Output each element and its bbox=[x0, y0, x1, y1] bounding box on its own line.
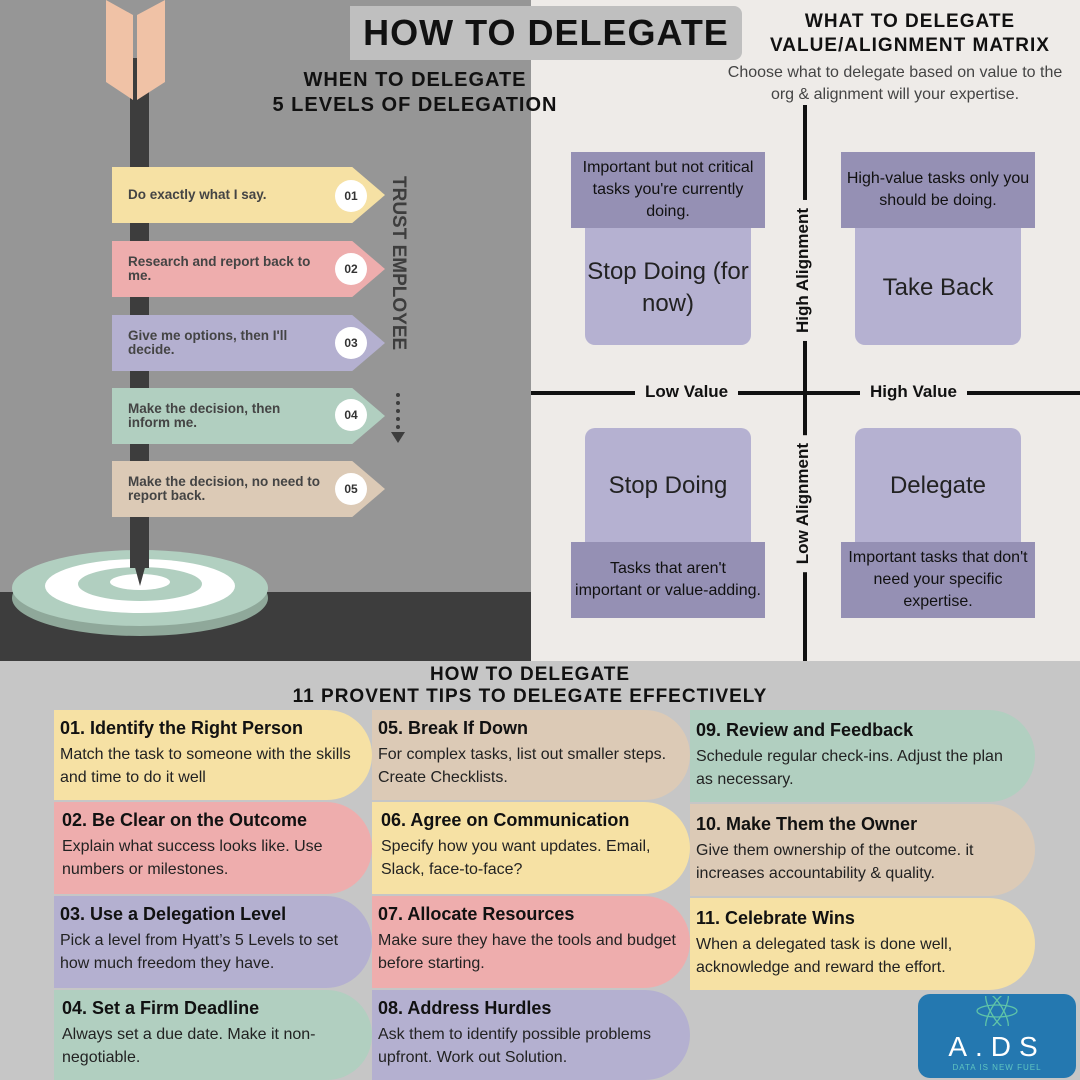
level-banner-1: Do exactly what I say. bbox=[112, 167, 385, 223]
level-number: 03 bbox=[335, 327, 367, 359]
matrix-heading-line2: VALUE/ALIGNMENT MATRIX bbox=[770, 35, 1050, 56]
tips-heading-line1: HOW TO DELEGATE bbox=[429, 664, 631, 685]
level-number: 05 bbox=[335, 473, 367, 505]
matrix-subtitle: Choose what to delegate based on value t… bbox=[727, 64, 1063, 103]
level-text: Do exactly what I say. bbox=[128, 187, 267, 202]
level-text: Make the decision, then inform me. bbox=[128, 401, 281, 430]
tip-text: Specify how you want updates. Email, Sla… bbox=[381, 838, 651, 878]
tip-title: 03. Use a Delegation Level bbox=[60, 904, 287, 924]
level-text: Research and report back to me. bbox=[128, 254, 311, 283]
tip-text: Always set a due date. Make it non-negot… bbox=[62, 1026, 316, 1066]
level-text: Give me options, then I'll decide. bbox=[128, 328, 288, 357]
tip-text: Give them ownership of the outcome. it i… bbox=[696, 842, 974, 882]
levels-heading-line1: WHEN TO DELEGATE bbox=[303, 69, 527, 91]
trust-arrow-icon bbox=[391, 393, 405, 443]
axis-low-value: Low Value bbox=[635, 382, 739, 402]
tips-heading-line2: 11 PROVENT TIPS TO DELEGATE EFFECTIVELY bbox=[292, 686, 768, 707]
arrow-fletching-icon bbox=[106, 0, 165, 100]
tip-title: 09. Review and Feedback bbox=[696, 720, 914, 740]
tips-heading: HOW TO DELEGATE 11 PROVENT TIPS TO DELEG… bbox=[180, 664, 880, 708]
level-text: Make the decision, no need to report bac… bbox=[128, 474, 321, 503]
tip-title: 05. Break If Down bbox=[378, 718, 529, 738]
tip-title: 08. Address Hurdles bbox=[378, 998, 552, 1018]
levels-heading: WHEN TO DELEGATE 5 LEVELS OF DELEGATION bbox=[150, 68, 680, 118]
tip-title: 02. Be Clear on the Outcome bbox=[62, 810, 308, 830]
matrix-heading: WHAT TO DELEGATE VALUE/ALIGNMENT MATRIX bbox=[740, 10, 1080, 58]
quadrant-caption: Important tasks that don't need your spe… bbox=[841, 542, 1035, 618]
tip-text: Explain what success looks like. Use num… bbox=[62, 838, 323, 878]
arrow-tip-icon bbox=[133, 560, 147, 586]
horizontal-axis bbox=[531, 391, 1080, 395]
tip-text: Match the task to someone with the skill… bbox=[60, 746, 351, 786]
tip-text: Ask them to identify possible problems u… bbox=[378, 1026, 652, 1066]
tip-title: 04. Set a Firm Deadline bbox=[62, 998, 260, 1018]
tip-text: For complex tasks, list out smaller step… bbox=[378, 746, 667, 786]
quadrant-title: Delegate bbox=[889, 471, 987, 499]
levels-heading-line2: 5 LEVELS OF DELEGATION bbox=[272, 94, 558, 116]
tip-title: 07. Allocate Resources bbox=[378, 904, 575, 924]
quadrant-caption: Tasks that aren't important or value-add… bbox=[571, 542, 765, 618]
logo-letters: A.DS bbox=[948, 1031, 1046, 1062]
level-number: 01 bbox=[335, 180, 367, 212]
axis-high-value: High Value bbox=[860, 382, 967, 402]
tip-title: 06. Agree on Communication bbox=[381, 810, 630, 830]
quadrant-title: Take Back bbox=[882, 273, 994, 301]
target-icon bbox=[12, 550, 268, 636]
tip-text: Make sure they have the tools and budget… bbox=[378, 932, 676, 972]
quadrant-caption: High-value tasks only you should be doin… bbox=[841, 152, 1035, 228]
tip-title: 11. Celebrate Wins bbox=[696, 908, 855, 928]
tip-title: 01. Identify the Right Person bbox=[60, 718, 304, 738]
tip-text: Pick a level from Hyatt’s 5 Levels to se… bbox=[60, 932, 339, 972]
tip-text: Schedule regular check-ins. Adjust the p… bbox=[696, 748, 1003, 788]
logo-tagline: DATA IS NEW FUEL bbox=[952, 1063, 1042, 1072]
page-title: HOW TO DELEGATE bbox=[350, 6, 742, 60]
quadrant-caption: Important but not critical tasks you're … bbox=[571, 152, 765, 228]
matrix-heading-line1: WHAT TO DELEGATE bbox=[804, 11, 1016, 32]
ads-logo: A.DS DATA IS NEW FUEL bbox=[918, 992, 1076, 1078]
level-number: 04 bbox=[335, 399, 367, 431]
axis-low-alignment: Low Alignment bbox=[793, 435, 813, 573]
trust-label: TRUST EMPLOYEE bbox=[388, 176, 409, 351]
atom-icon bbox=[976, 992, 1018, 1030]
axis-high-alignment: High Alignment bbox=[793, 200, 813, 341]
tip-text: When a delegated task is done well, ackn… bbox=[696, 936, 953, 976]
tip-title: 10. Make Them the Owner bbox=[696, 814, 918, 834]
level-number: 02 bbox=[335, 253, 367, 285]
quadrant-title: Stop Doing (for now) bbox=[587, 257, 749, 317]
vertical-axis bbox=[803, 105, 807, 661]
quadrant-title: Stop Doing bbox=[608, 471, 728, 499]
